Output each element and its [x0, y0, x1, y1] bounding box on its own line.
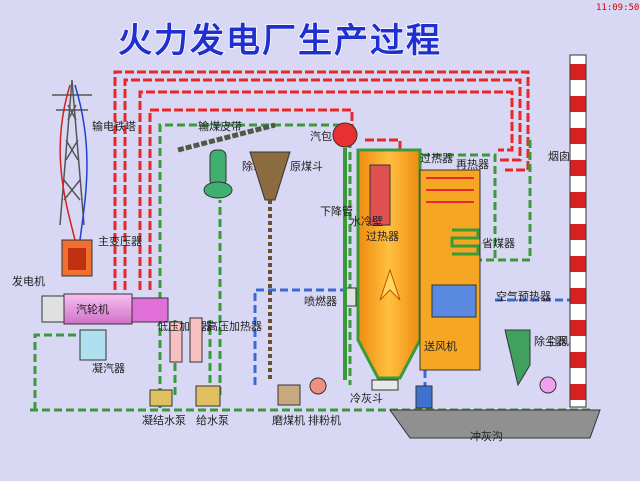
furnace: [356, 148, 422, 380]
economizer-label: 省煤器: [482, 237, 515, 250]
feed-pump-label: 给水泵: [196, 414, 229, 427]
main-transformer: [61, 239, 93, 277]
condensate-pump: [149, 389, 173, 407]
generator: [41, 295, 65, 323]
superheater-top-label: 过热器: [420, 152, 453, 165]
water-pipes: [30, 123, 590, 412]
air-preheater-label: 空气预热器: [496, 289, 551, 303]
lp-heater-label: 低压加热器: [157, 320, 212, 333]
turbine-label: 汽轮机: [76, 302, 109, 316]
fd-fan-label: 送风机: [424, 339, 457, 353]
hp-heater-label: 高压加热器: [207, 319, 262, 333]
reheater-label: 再热器: [456, 158, 489, 171]
id-fan: [539, 376, 557, 394]
superheater-label: 过热器: [366, 230, 399, 243]
exhaust-fan-label: 排粉机: [308, 413, 341, 427]
dust-collector: [504, 329, 531, 387]
dust-collector-label: 除尘器: [534, 334, 567, 348]
coal-bunker-label: 原煤斗: [290, 160, 323, 173]
steam-turbine: [63, 293, 169, 325]
conveyor-label: 输煤皮带: [198, 119, 242, 133]
coal-bunker: [249, 151, 291, 380]
burner: [345, 287, 357, 307]
transmission-tower: [52, 79, 92, 241]
steam-pipes: [113, 70, 530, 290]
water-wall-label: 水冷壁: [350, 214, 383, 228]
drum-label: 汽包: [310, 129, 332, 143]
ash-hopper-label: 冷灰斗: [350, 391, 383, 405]
transformer-label: 主变压器: [98, 234, 142, 248]
page-title: 火力发电厂生产过程: [118, 21, 442, 61]
feed-pump: [195, 385, 221, 407]
deaerator: [203, 149, 233, 199]
condenser-label: 凝汽器: [92, 361, 125, 375]
ash-trench-label: 冲灰沟: [470, 429, 503, 443]
hp-heater: [189, 317, 203, 363]
ash-hopper: [371, 379, 399, 391]
fd-fan: [415, 385, 433, 409]
mill-exhaust-fan: [309, 377, 327, 395]
ash-trench: [389, 409, 601, 439]
coal-conveyor: [177, 122, 276, 153]
downcomer-label: 下降管: [320, 204, 353, 218]
steam-drum: [332, 122, 358, 148]
condenser: [79, 329, 107, 361]
generator-label: 发电机: [12, 274, 45, 288]
coal-mill-label: 磨煤机: [272, 413, 305, 427]
condensate-pump-label: 凝结水泵: [142, 413, 186, 427]
lp-heater: [169, 321, 183, 363]
coal-mill: [277, 384, 301, 406]
tower-label: 输电铁塔: [92, 119, 136, 133]
burner-label: 喷燃器: [304, 294, 337, 308]
chimney-label: 烟囱: [548, 149, 570, 163]
clock-readout: 11:09:50: [596, 3, 639, 13]
rear-pass: [419, 169, 481, 371]
chimney: [569, 54, 587, 408]
